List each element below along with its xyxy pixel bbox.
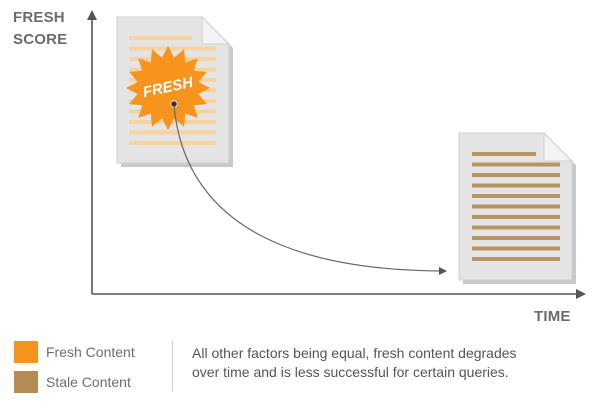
legend-label-stale: Stale Content xyxy=(46,374,131,390)
fresh-content-line xyxy=(129,36,192,40)
y-axis-title-line-2: SCORE xyxy=(13,31,68,48)
stale-content-line xyxy=(472,246,560,251)
fresh-swatch xyxy=(14,341,38,363)
caption-line-2: over time and is less successful for cer… xyxy=(192,364,509,380)
fresh-content-line xyxy=(129,141,216,145)
fresh-content-line xyxy=(129,130,216,135)
stale-content-line xyxy=(472,183,560,188)
x-axis-title: TIME xyxy=(534,308,571,325)
stale-content-lines xyxy=(472,152,560,261)
stale-document-fold xyxy=(543,131,574,162)
y-axis-title-line-1: FRESH xyxy=(13,9,65,26)
legend-label-fresh: Fresh Content xyxy=(46,344,135,360)
starburst-icon xyxy=(126,46,210,130)
fresh-content-line xyxy=(129,120,216,124)
y-axis-arrowhead xyxy=(87,10,97,20)
stale-content-line xyxy=(472,215,560,219)
axes xyxy=(87,10,586,299)
stale-content-line xyxy=(472,162,560,167)
stale-content-line xyxy=(472,225,560,230)
legend-item-fresh: Fresh Content xyxy=(14,337,174,367)
stale-content-line xyxy=(472,152,536,156)
fresh-document-fold xyxy=(201,15,231,45)
stale-content-line xyxy=(472,173,560,177)
legend-item-stale: Stale Content xyxy=(14,367,174,397)
stale-content-line xyxy=(472,204,560,209)
stale-content-line xyxy=(472,236,560,240)
fresh-stamp: FRESH xyxy=(126,46,210,130)
stale-content-line xyxy=(472,257,560,261)
stale-document xyxy=(458,131,576,284)
fresh-content-line xyxy=(129,46,216,51)
stale-content-line xyxy=(472,194,560,198)
caption: All other factors being equal, fresh con… xyxy=(192,344,592,382)
stale-swatch xyxy=(14,371,38,393)
caption-line-1: All other factors being equal, fresh con… xyxy=(192,345,517,361)
legend: Fresh Content Stale Content xyxy=(14,337,174,397)
decay-curve xyxy=(173,105,447,275)
x-axis-arrowhead xyxy=(576,289,586,299)
legend-divider xyxy=(172,341,173,391)
